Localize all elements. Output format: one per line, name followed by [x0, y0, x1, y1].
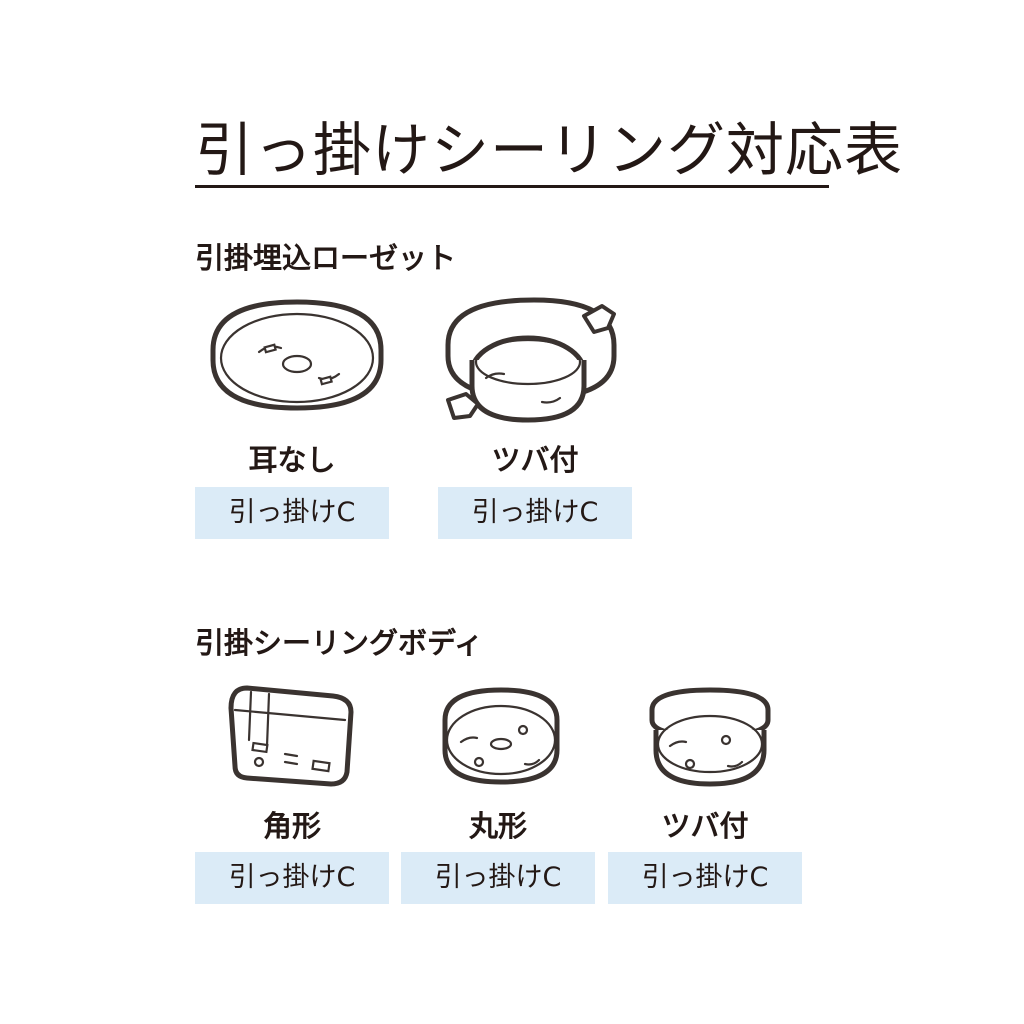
no-ears-rosette-illustration: [210, 299, 384, 411]
square-body-illustration: [228, 685, 354, 787]
compatibility-tag: 引っ掛けC: [401, 852, 595, 904]
section-heading-ceiling-body: 引掛シーリングボディ: [195, 626, 483, 660]
item-name: 丸形: [468, 809, 527, 843]
flanged-body-illustration: [649, 687, 771, 787]
compatibility-tag: 引っ掛けC: [195, 487, 389, 539]
round-body-illustration: [442, 687, 560, 785]
compatibility-tag: 引っ掛けC: [438, 487, 632, 539]
title-underline: [195, 185, 829, 188]
item-name: ツバ付: [661, 809, 749, 843]
item-name: ツバ付: [491, 443, 579, 477]
section-heading-embedded-rosette: 引掛埋込ローゼット: [195, 241, 457, 275]
item-name: 角形: [262, 809, 321, 843]
compatibility-tag: 引っ掛けC: [608, 852, 802, 904]
compatibility-tag: 引っ掛けC: [195, 852, 389, 904]
item-name: 耳なし: [248, 443, 336, 477]
page-title: 引っ掛けシーリング対応表: [195, 116, 904, 184]
flanged-rosette-illustration: [445, 297, 617, 423]
